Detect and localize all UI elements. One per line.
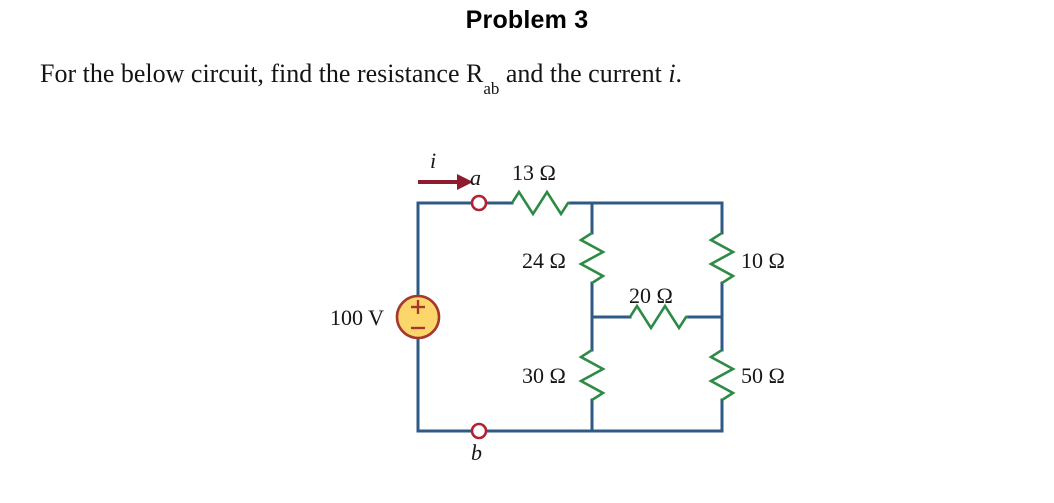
- problem-statement-period: .: [675, 59, 683, 88]
- current-symbol-inline: i: [668, 59, 676, 88]
- resistor-10-zigzag: [708, 231, 736, 285]
- current-arrow-i: [418, 174, 473, 190]
- resistor-13-zigzag: [510, 189, 570, 217]
- terminal-node-a[interactable]: [470, 194, 488, 212]
- voltage-source[interactable]: [395, 294, 441, 340]
- resistor-label-13: 13 Ω: [512, 160, 556, 185]
- voltage-source-body[interactable]: [395, 294, 441, 340]
- resistor-label-50: 50 Ω: [741, 363, 785, 388]
- resistor-label-30: 30 Ω: [522, 363, 566, 388]
- resistor-label-24: 24 Ω: [522, 248, 566, 273]
- resistor-24-zigzag: [578, 231, 606, 285]
- resistor-50-zigzag: [708, 348, 736, 402]
- resistance-subscript: ab: [483, 79, 500, 99]
- problem-statement-part2: and the current: [499, 59, 669, 88]
- resistor-20-zigzag: [628, 303, 688, 331]
- voltage-source-label: 100 V: [330, 305, 384, 330]
- terminal-node-b[interactable]: [470, 422, 488, 440]
- resistor-30-zigzag: [578, 348, 606, 402]
- terminal-label-b: b: [471, 440, 482, 465]
- terminal-label-a: a: [470, 165, 481, 190]
- resistor-label-10: 10 Ω: [741, 248, 785, 273]
- page-title: Problem 3: [465, 6, 589, 34]
- problem-statement: For the below circuit, find the resistan…: [40, 59, 683, 98]
- problem-statement-part1: For the below circuit, find the resistan…: [40, 59, 484, 88]
- current-label-i: i: [430, 148, 437, 173]
- resistor-label-20: 20 Ω: [629, 283, 673, 308]
